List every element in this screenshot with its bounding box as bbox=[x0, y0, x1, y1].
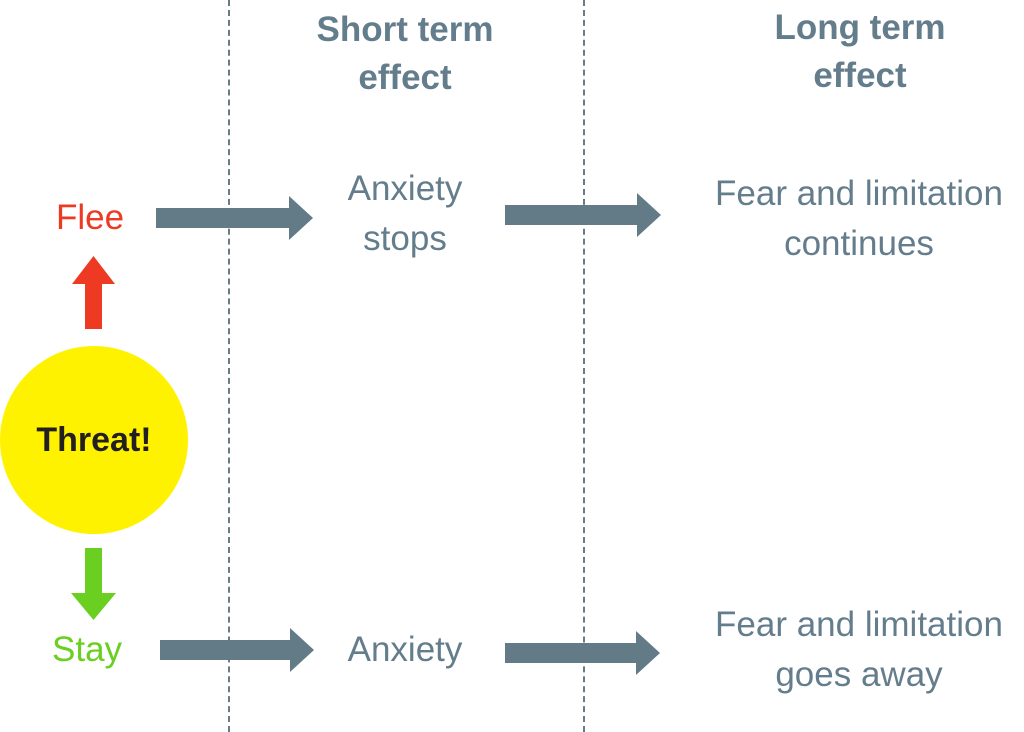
stay-short-term-effect: Anxiety bbox=[255, 625, 555, 675]
stay-short-term-line-1: Anxiety bbox=[347, 630, 463, 669]
flee-to-long-term-arrow bbox=[505, 193, 661, 237]
stay-to-long-term-arrow bbox=[505, 631, 660, 675]
long-term-header-line-2: effect bbox=[813, 56, 907, 95]
stay-to-short-term-arrow bbox=[160, 628, 314, 672]
divider-long-term bbox=[583, 0, 585, 732]
stay-long-term-line-2: goes away bbox=[775, 655, 943, 694]
flee-short-term-effect: Anxiety stops bbox=[255, 164, 555, 264]
flee-short-term-line-2: stops bbox=[363, 219, 447, 258]
flee-long-term-effect: Fear and limitation continues bbox=[684, 169, 1024, 269]
short-term-header: Short term effect bbox=[255, 6, 555, 102]
flee-long-term-line-2: continues bbox=[784, 224, 934, 263]
stay-down-arrow bbox=[71, 548, 116, 620]
long-term-header-line-1: Long term bbox=[774, 8, 946, 47]
stay-long-term-effect: Fear and limitation goes away bbox=[684, 600, 1024, 700]
short-term-header-line-1: Short term bbox=[316, 10, 494, 49]
flee-to-short-term-arrow bbox=[156, 196, 313, 240]
long-term-header: Long term effect bbox=[710, 4, 1010, 100]
stay-long-term-line-1: Fear and limitation bbox=[715, 605, 1003, 644]
flee-up-arrow bbox=[72, 256, 115, 329]
flee-long-term-line-1: Fear and limitation bbox=[715, 174, 1003, 213]
stay-label: Stay bbox=[52, 630, 123, 669]
flee-short-term-line-1: Anxiety bbox=[347, 169, 463, 208]
threat-circle: Threat! bbox=[0, 346, 188, 534]
flee-label: Flee bbox=[56, 198, 125, 237]
divider-short-term bbox=[228, 0, 230, 732]
threat-label: Threat! bbox=[36, 420, 152, 459]
short-term-header-line-2: effect bbox=[358, 58, 452, 97]
